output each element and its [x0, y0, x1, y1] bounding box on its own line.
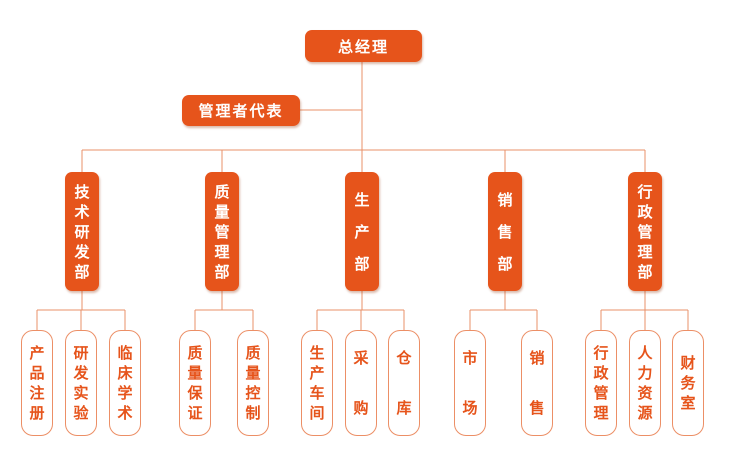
label-char: 理: [593, 404, 609, 422]
label-char: 购: [353, 399, 369, 417]
label-char: 产: [309, 364, 325, 382]
label-char: 仓: [396, 349, 412, 367]
dept-label: 生产部: [354, 191, 369, 273]
label-char: 库: [396, 399, 412, 417]
sub-node: 销售: [521, 330, 553, 436]
label-char: 质: [214, 182, 230, 201]
label-char: 证: [187, 404, 203, 422]
label-char: 政: [637, 202, 653, 221]
label-char: 验: [73, 404, 89, 422]
label-char: 发: [73, 364, 89, 382]
label-char: 行: [637, 182, 653, 201]
label-char: 场: [462, 399, 478, 417]
sub-node: 临床学术: [109, 330, 141, 436]
label-char: 学: [117, 384, 133, 402]
label-char: 源: [637, 404, 653, 422]
label-char: 部: [637, 262, 653, 281]
dept-label: 销售部: [497, 191, 512, 273]
label-char: 质: [187, 344, 203, 362]
label-char: 研: [74, 222, 90, 241]
label-char: 部: [354, 254, 370, 273]
label-char: 量: [187, 364, 203, 382]
dept-node-rnd: 技术研发部: [65, 172, 99, 291]
sub-node: 质量保证: [179, 330, 211, 436]
sub-node: 产品注册: [21, 330, 53, 436]
general-manager-label: 总经理: [337, 37, 389, 56]
sub-node: 行政管理: [585, 330, 617, 436]
label-char: 室: [680, 394, 696, 412]
dept-label: 技术研发部: [74, 183, 89, 281]
label-char: 采: [353, 349, 369, 367]
label-char: 产: [29, 344, 45, 362]
label-char: 管: [593, 384, 609, 402]
label-char: 质: [245, 344, 261, 362]
dept-node-quality: 质量管理部: [205, 172, 239, 291]
label-char: 力: [637, 364, 653, 382]
label-char: 生: [354, 190, 370, 209]
label-char: 床: [117, 364, 133, 382]
label-char: 注: [29, 384, 45, 402]
label-char: 术: [74, 202, 90, 221]
sub-node: 人力资源: [629, 330, 661, 436]
label-char: 间: [309, 404, 325, 422]
label-char: 部: [497, 254, 513, 273]
label-char: 临: [117, 344, 133, 362]
sub-node: 采购: [345, 330, 377, 436]
label-char: 品: [29, 364, 45, 382]
management-rep-node: 管理者代表: [182, 95, 300, 126]
label-char: 术: [117, 404, 133, 422]
label-char: 管: [214, 222, 230, 241]
general-manager-node: 总经理: [305, 30, 422, 62]
label-char: 售: [529, 399, 545, 417]
dept-label: 行政管理部: [637, 183, 652, 281]
dept-label: 质量管理部: [214, 183, 229, 281]
label-char: 理: [214, 242, 230, 261]
label-char: 技: [74, 182, 90, 201]
sub-node: 质量控制: [237, 330, 269, 436]
label-char: 产: [354, 222, 370, 241]
label-char: 财: [680, 354, 696, 372]
label-char: 控: [245, 384, 261, 402]
sub-node: 财务室: [672, 330, 704, 436]
label-char: 务: [680, 374, 696, 392]
label-char: 销: [529, 349, 545, 367]
label-char: 研: [73, 344, 89, 362]
label-char: 量: [245, 364, 261, 382]
label-char: 部: [74, 262, 90, 281]
sub-node: 市场: [454, 330, 486, 436]
label-char: 生: [309, 344, 325, 362]
dept-node-sales: 销售部: [488, 172, 522, 291]
dept-node-production: 生产部: [345, 172, 379, 291]
label-char: 市: [462, 349, 478, 367]
label-char: 车: [309, 384, 325, 402]
sub-node: 研发实验: [65, 330, 97, 436]
label-char: 发: [74, 242, 90, 261]
label-char: 政: [593, 364, 609, 382]
sub-node: 仓库: [388, 330, 420, 436]
label-char: 管: [637, 222, 653, 241]
label-char: 行: [593, 344, 609, 362]
label-char: 实: [73, 384, 89, 402]
label-char: 册: [29, 404, 45, 422]
sub-node: 生产车间: [301, 330, 333, 436]
label-char: 售: [497, 222, 513, 241]
management-rep-label: 管理者代表: [198, 102, 284, 120]
dept-node-admin: 行政管理部: [628, 172, 662, 291]
label-char: 资: [637, 384, 653, 402]
label-char: 理: [637, 242, 653, 261]
label-char: 部: [214, 262, 230, 281]
label-char: 销: [497, 190, 513, 209]
label-char: 人: [637, 344, 653, 362]
label-char: 制: [245, 404, 261, 422]
label-char: 量: [214, 202, 230, 221]
label-char: 保: [187, 384, 203, 402]
